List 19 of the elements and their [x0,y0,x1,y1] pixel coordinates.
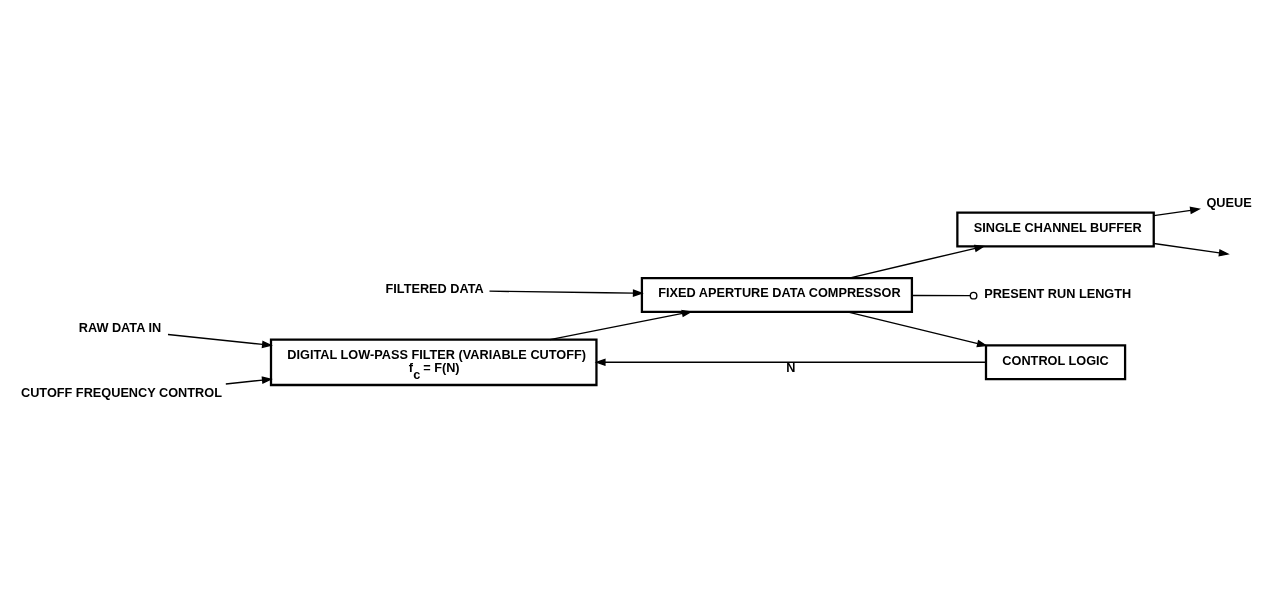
node-text: FILTERED DATA [385,280,484,296]
node-box: CONTROL LOGIC [984,343,1127,380]
arrow [225,375,273,385]
connector [911,291,978,300]
arrow [1153,242,1230,257]
arrow [848,244,986,279]
edge-label: N [786,359,796,375]
arrow [846,310,988,347]
arrow [594,357,987,366]
node-text: CUTOFF FREQUENCY CONTROL [21,384,222,400]
arrow [167,333,273,348]
node-text: PRESENT RUN LENGTH [984,285,1132,301]
arrow [549,309,693,340]
node-box: FIXED APERTURE DATA COMPRESSOR [640,276,914,313]
node-text: RAW DATA IN [78,319,162,335]
node-box: SINGLE CHANNEL BUFFER [956,211,1155,247]
arrow [1153,206,1201,216]
node-text: QUEUE [1206,194,1252,210]
arrow [488,288,644,297]
